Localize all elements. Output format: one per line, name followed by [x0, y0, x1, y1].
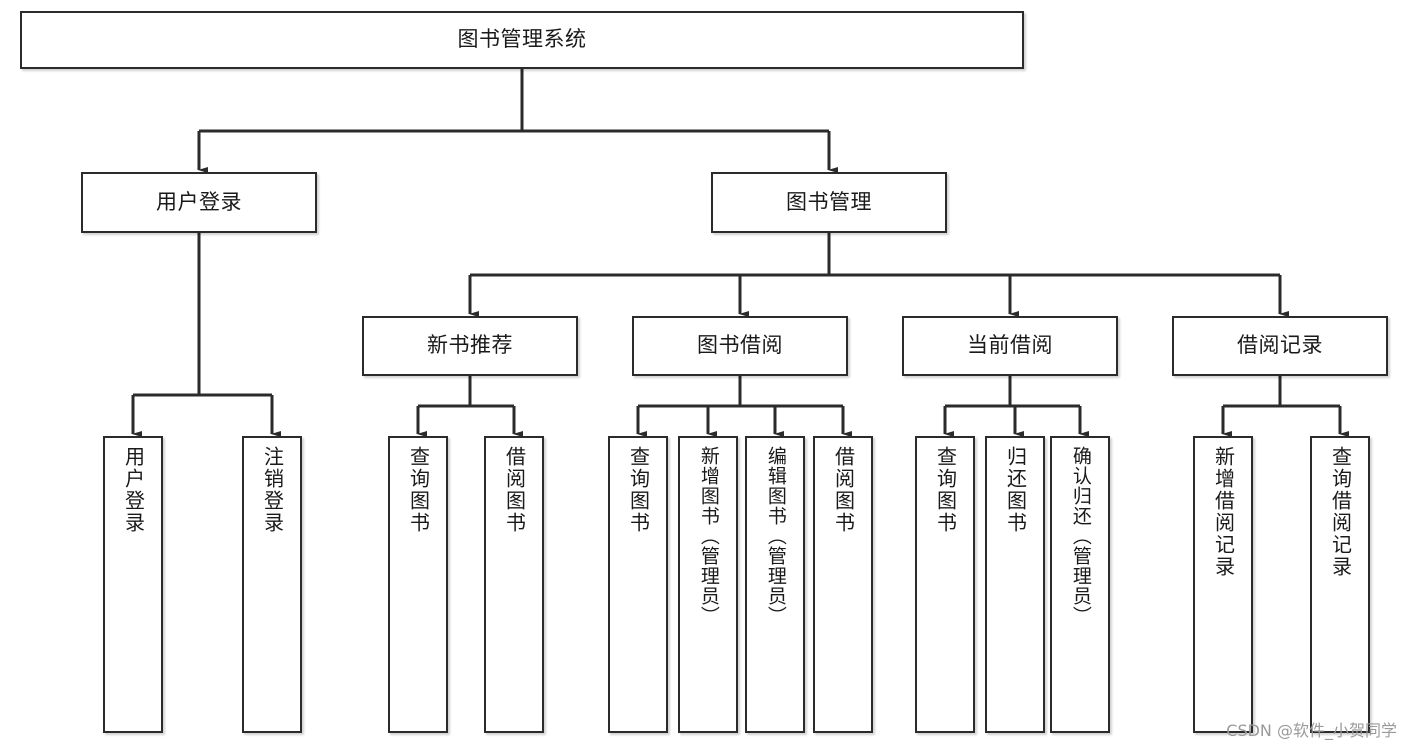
node-leaf-logout[interactable]: 注销登录 — [242, 436, 302, 733]
node-leaf-edit-book[interactable]: 编辑图书（管理员） — [745, 436, 805, 733]
node-leaf-return-book[interactable]: 归还图书 — [985, 436, 1045, 733]
node-leaf-query-record[interactable]: 查询借阅记录 — [1310, 436, 1370, 733]
node-book-borrow[interactable]: 图书借阅 — [632, 316, 848, 376]
node-label-leaf-add-book: 新增图书（管理员） — [697, 446, 720, 626]
node-label-leaf-edit-book: 编辑图书（管理员） — [764, 446, 787, 626]
node-label-leaf-query-book-borrow: 查询图书 — [626, 446, 651, 534]
node-label-user-login: 用户登录 — [156, 189, 242, 214]
node-leaf-query-book-borrow[interactable]: 查询图书 — [608, 436, 668, 733]
node-leaf-query-book-rec[interactable]: 查询图书 — [388, 436, 448, 733]
node-label-leaf-add-record: 新增借阅记录 — [1211, 446, 1236, 578]
node-borrow-record[interactable]: 借阅记录 — [1172, 316, 1388, 376]
node-label-leaf-return-book: 归还图书 — [1003, 446, 1028, 534]
node-label-leaf-query-book-current: 查询图书 — [933, 446, 958, 534]
node-leaf-borrow-book[interactable]: 借阅图书 — [813, 436, 873, 733]
node-leaf-user-login[interactable]: 用户登录 — [103, 436, 163, 733]
node-user-login[interactable]: 用户登录 — [81, 172, 317, 233]
node-label-leaf-user-login: 用户登录 — [121, 446, 146, 534]
node-label-leaf-query-book-rec: 查询图书 — [406, 446, 431, 534]
node-leaf-confirm-return[interactable]: 确认归还（管理员） — [1050, 436, 1110, 733]
node-new-book-recommend[interactable]: 新书推荐 — [362, 316, 578, 376]
node-label-new-book-recommend: 新书推荐 — [427, 333, 513, 358]
node-leaf-add-book[interactable]: 新增图书（管理员） — [678, 436, 738, 733]
watermark-text: CSDN @软件_小贺同学 — [1226, 721, 1397, 740]
node-label-leaf-borrow-book: 借阅图书 — [831, 446, 856, 534]
node-label-leaf-confirm-return: 确认归还（管理员） — [1069, 446, 1092, 626]
node-label-borrow-record: 借阅记录 — [1237, 333, 1323, 358]
node-label-current-borrow: 当前借阅 — [967, 333, 1053, 358]
node-label-book-manage: 图书管理 — [786, 189, 872, 214]
node-label-book-borrow: 图书借阅 — [697, 333, 783, 358]
node-leaf-borrow-book-rec[interactable]: 借阅图书 — [484, 436, 544, 733]
node-book-manage[interactable]: 图书管理 — [711, 172, 947, 233]
node-current-borrow[interactable]: 当前借阅 — [902, 316, 1118, 376]
node-label-leaf-query-record: 查询借阅记录 — [1328, 446, 1353, 578]
node-label-root: 图书管理系统 — [457, 27, 587, 52]
node-root[interactable]: 图书管理系统 — [20, 11, 1024, 69]
node-leaf-query-book-current[interactable]: 查询图书 — [915, 436, 975, 733]
node-leaf-add-record[interactable]: 新增借阅记录 — [1193, 436, 1253, 733]
node-label-leaf-logout: 注销登录 — [260, 446, 285, 534]
node-label-leaf-borrow-book-rec: 借阅图书 — [502, 446, 527, 534]
